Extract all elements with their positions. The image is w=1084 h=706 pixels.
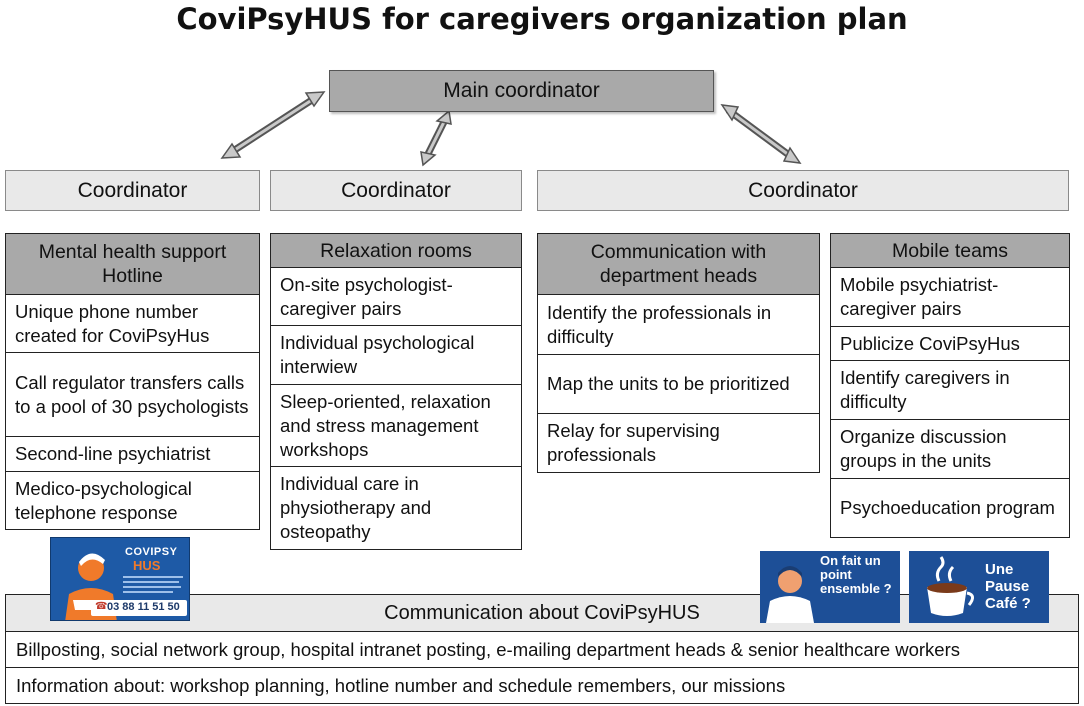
point-ensemble-image: On fait un point ensemble ? <box>760 551 900 623</box>
mobile-teams-item: Identify caregivers in difficulty <box>831 361 1069 420</box>
mobile-teams-item: Publicize CoviPsyHus <box>831 327 1069 361</box>
poster-phone: 03 88 11 51 50 <box>107 601 180 613</box>
department-heads-column: Communication with department heads Iden… <box>537 233 820 473</box>
mobile-teams-item: Organize discussion groups in the units <box>831 420 1069 479</box>
relaxation-column: Relaxation rooms On-site psychologist-ca… <box>270 233 522 550</box>
hotline-header: Mental health support Hotline <box>6 234 259 295</box>
pause-cafe-image: Une Pause Café ? <box>909 551 1049 623</box>
hotline-item: Call regulator transfers calls to a pool… <box>6 353 259 437</box>
relaxation-item: Sleep-oriented, relaxation and stress ma… <box>271 385 521 467</box>
coffee-cup-icon <box>909 551 1049 623</box>
arrow-right <box>725 107 796 161</box>
department-heads-item: Map the units to be prioritized <box>538 355 819 414</box>
poster-line2: HUS <box>133 558 161 573</box>
mobile-teams-item: Psychoeducation program <box>840 497 1055 518</box>
department-heads-item: Identify the professionals in difficulty <box>538 295 819 355</box>
coordinator-box-2: Coordinator <box>270 170 522 211</box>
arrow-middle <box>422 116 450 160</box>
communication-row: Billposting, social network group, hospi… <box>6 632 1078 668</box>
relaxation-item: Individual psychological interwiew <box>271 326 521 385</box>
relaxation-item: Individual care in physiotherapy and ost… <box>280 473 432 542</box>
covipsy-poster-image: COVIPSY HUS ☎ 03 88 11 51 50 <box>50 537 190 621</box>
relaxation-item: On-site psychologist-caregiver pairs <box>271 268 521 326</box>
point-text: On fait un point ensemble ? <box>820 553 892 596</box>
poster-illustration <box>51 538 189 620</box>
communication-row: Information about: workshop planning, ho… <box>16 674 786 696</box>
mobile-teams-header: Mobile teams <box>831 234 1069 268</box>
arrow-left <box>228 93 320 156</box>
mobile-teams-item: Mobile psychiatrist-caregiver pairs <box>831 268 1069 327</box>
mobile-teams-column: Mobile teams Mobile psychiatrist-caregiv… <box>830 233 1070 538</box>
diagram-title: CoviPsyHUS for caregivers organization p… <box>176 2 908 36</box>
hotline-column: Mental health support Hotline Unique pho… <box>5 233 260 530</box>
poster-line1: COVIPSY <box>125 546 178 558</box>
department-heads-header: Communication with department heads <box>538 234 819 295</box>
cafe-text: Une Pause Café ? <box>985 561 1031 612</box>
hotline-item: Unique phone number created for CoviPsyH… <box>6 295 259 353</box>
main-coordinator-box: Main coordinator <box>329 70 714 112</box>
point-illustration <box>760 551 900 623</box>
coordinator-box-1: Coordinator <box>5 170 260 211</box>
hotline-item: Second-line psychiatrist <box>6 437 259 472</box>
coordinator-box-3: Coordinator <box>537 170 1069 211</box>
phone-icon: ☎ <box>95 601 108 612</box>
department-heads-item: Relay for supervising professionals <box>547 420 720 465</box>
relaxation-header: Relaxation rooms <box>271 234 521 268</box>
hotline-item: Medico-psychological telephone response <box>15 477 192 523</box>
